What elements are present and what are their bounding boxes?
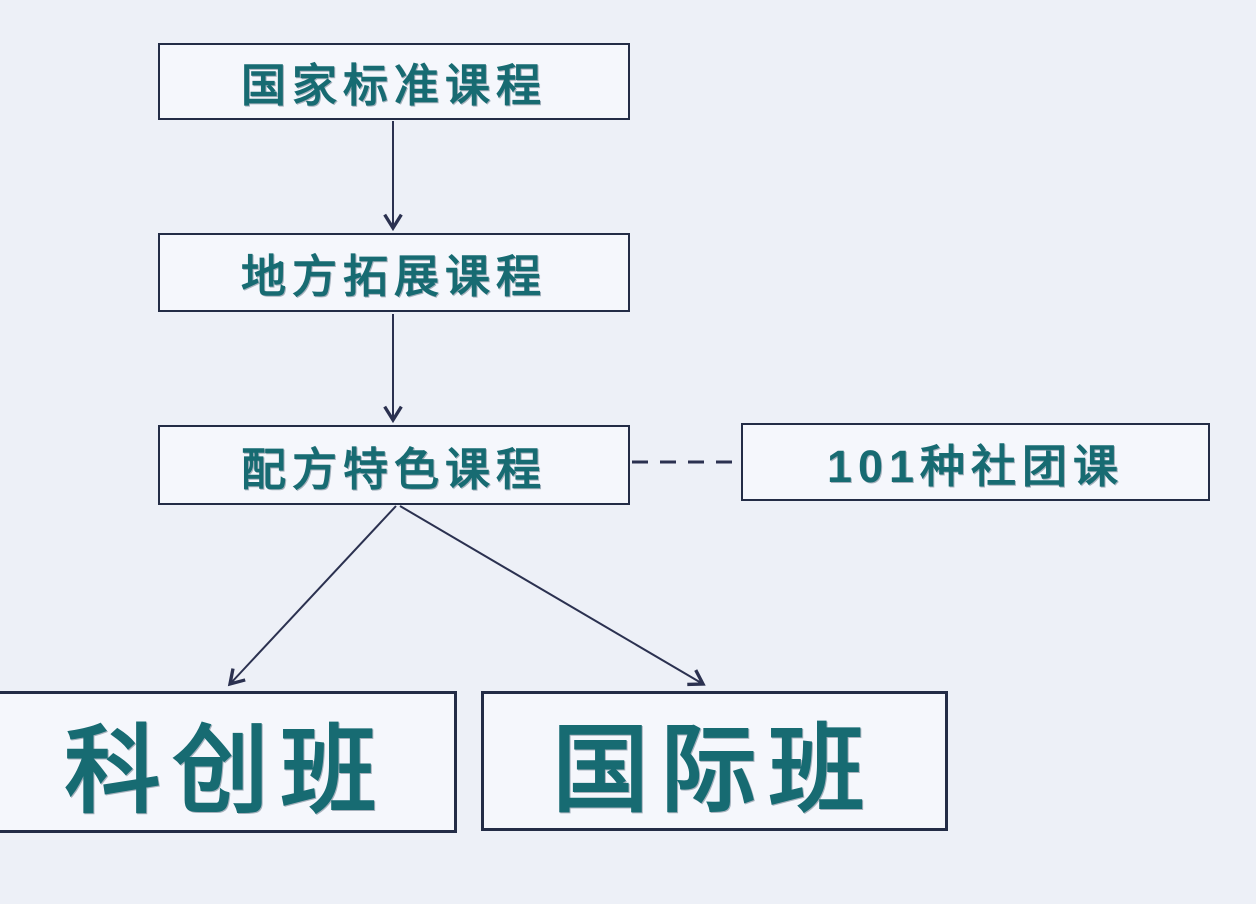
node-101-club-courses: 101种社团课 (741, 423, 1210, 501)
node-formula-featured-curriculum: 配方特色课程 (158, 425, 630, 505)
node-label: 科创班 (64, 717, 389, 825)
node-international-class: 国际班 (481, 691, 948, 831)
node-science-innovation-class: 科创班 (0, 691, 457, 833)
node-label: 国际班 (552, 716, 877, 824)
node-label: 101种社团课 (826, 440, 1125, 492)
edge-formula-to-scitech (227, 505, 397, 687)
node-local-expansion-curriculum: 地方拓展课程 (158, 233, 630, 312)
node-national-standard-curriculum: 国家标准课程 (158, 43, 630, 120)
node-label: 国家标准课程 (240, 60, 547, 111)
edge-formula-to-international (399, 505, 706, 687)
node-label: 地方拓展课程 (240, 251, 547, 302)
node-label: 配方特色课程 (240, 443, 547, 495)
